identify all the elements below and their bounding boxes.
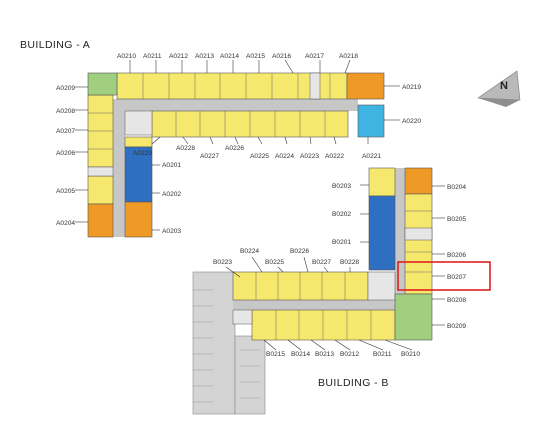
building-b-top-dividers [255,272,346,300]
unit-label-b0206: B0206 [447,252,466,259]
unit-a0209 [87,72,118,96]
building-b-bottom-dividers [275,310,372,340]
building-a-left-dividers [88,112,113,150]
unit-label-b0225: B0225 [265,259,284,266]
unit-label-a0219: A0219 [402,84,421,91]
unit-label-a0223: A0223 [300,153,319,160]
unit-b0203 [368,167,396,197]
unit-label-b0205: B0205 [447,216,466,223]
unit-label-b0209: B0209 [447,323,466,330]
unit-label-a0212: A0212 [169,53,188,60]
unit-label-a0205: A0205 [56,188,75,195]
unit-a0201-a0202 [124,146,153,203]
unit-label-a0211: A0211 [143,53,162,60]
building-a-top-dividers [142,73,331,99]
compass-icon: N [477,70,521,107]
unit-label-a0215: A0215 [246,53,265,60]
unit-a0220 [357,104,385,138]
unit-label-a0227: A0227 [200,153,219,160]
unit-label-a0226: A0226 [225,145,244,152]
unit-label-b0215: B0215 [266,351,285,358]
building-b-bottom-units [251,309,396,341]
unit-label-a0202: A0202 [162,191,181,198]
unit-label-b0224: B0224 [240,248,259,255]
building-a-lift-core [124,110,153,136]
unit-label-b0228: B0228 [340,259,359,266]
building-a-stair [87,166,114,177]
unit-label-b0211: B0211 [373,351,392,358]
unit-a0205 [87,175,114,205]
unit-label-a0220: A0220 [402,118,421,125]
unit-label-a0209: A0209 [56,85,75,92]
compass-letter: N [500,80,508,92]
building-a-bottom-dividers [175,111,326,137]
unit-label-b0223: B0223 [213,259,232,266]
unit-label-a0208: A0208 [56,108,75,115]
building-a-stair-top [309,72,321,100]
unit-label-a0207: A0207 [56,128,75,135]
building-b-corridor-vertical [395,168,405,310]
building-b-lift-core [367,271,396,301]
building-b-right-dividers [405,210,432,273]
unit-label-a0203: A0203 [162,228,181,235]
unit-labels: A0210 A0211 A0212 A0213 A0214 A0215 A0216 A0217… [56,53,466,358]
unit-label-b0213: B0213 [315,351,334,358]
unit-label-a0228: A0228 [176,145,195,152]
unit-label-b0203: B0203 [332,183,351,190]
unit-label-b0202: B0202 [332,211,351,218]
building-b-stair [232,309,253,325]
parking-ramp [234,335,266,415]
unit-label-a0214: A0214 [220,53,239,60]
unit-label-a0218: A0218 [339,53,358,60]
unit-b0201-b0202 [368,195,396,271]
building-b: BUILDING - B [192,167,491,415]
unit-a0229 [124,136,153,148]
unit-label-a0213: A0213 [195,53,214,60]
building-b-right-units [404,193,433,295]
building-a: BUILDING - A [20,39,385,238]
unit-label-b0208: B0208 [447,297,466,304]
unit-label-b0207: B0207 [447,274,466,281]
unit-label-a0206: A0206 [56,150,75,157]
unit-a0219 [346,72,385,100]
unit-label-a0221: A0221 [362,153,381,160]
unit-label-b0204: B0204 [447,184,466,191]
building-a-corridor-vertical [113,99,125,237]
unit-label-b0226: B0226 [290,248,309,255]
unit-label-b0214: B0214 [291,351,310,358]
unit-label-a0229: A0229 [133,150,152,157]
building-b-corridor-horizontal [233,300,395,310]
unit-b0209 [394,293,433,341]
building-b-stair-right [404,227,433,241]
parking-stalls [193,289,260,403]
highlight-box [397,261,491,291]
building-b-title: BUILDING - B [318,377,389,389]
building-b-top-units [232,271,369,301]
unit-label-b0212: B0212 [340,351,359,358]
unit-label-a0210: A0210 [117,53,136,60]
unit-a0204 [87,203,114,238]
building-a-corridor-horizontal [88,99,358,111]
unit-label-a0201: A0201 [162,162,181,169]
unit-label-a0224: A0224 [275,153,294,160]
unit-label-a0222: A0222 [325,153,344,160]
unit-label-a0204: A0204 [56,220,75,227]
building-a-top-units [116,72,348,100]
unit-label-a0216: A0216 [272,53,291,60]
unit-label-b0210: B0210 [401,351,420,358]
unit-label-a0225: A0225 [250,153,269,160]
unit-a0203 [124,201,153,238]
unit-label-b0201: B0201 [332,239,351,246]
building-a-title: BUILDING - A [20,39,90,51]
unit-b0204 [404,167,433,195]
label-leader-lines [75,59,445,351]
unit-label-a0217: A0217 [305,53,324,60]
parking-area [192,271,236,415]
unit-label-b0227: B0227 [312,259,331,266]
